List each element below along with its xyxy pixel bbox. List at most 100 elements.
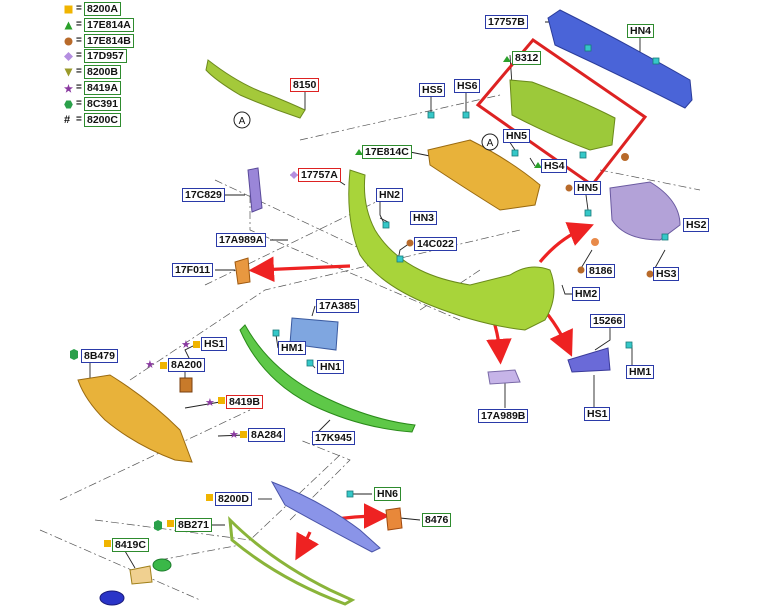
part-17E814C-bracket[interactable] [427, 139, 541, 211]
callout-8476[interactable]: 8476 [422, 513, 452, 527]
legend-code: 8C391 [84, 96, 121, 111]
part-15266[interactable] [567, 347, 611, 373]
legend-code: 8200B [84, 65, 121, 80]
callout-hn5[interactable]: HN5 [503, 129, 531, 143]
legend-code: 17D957 [84, 49, 127, 64]
legend-equals: = [76, 97, 82, 109]
svg-text:★: ★ [229, 428, 239, 441]
callout-hn2[interactable]: HN2 [376, 188, 404, 202]
legend-row: = 17D957 [62, 49, 142, 65]
legend-equals: = [76, 113, 82, 125]
reference-mark-a-1: A [233, 111, 251, 129]
legend-row: = 8419A [62, 80, 142, 97]
callout-8312[interactable]: 8312 [512, 51, 542, 65]
callout-17A385[interactable]: 17A385 [316, 299, 359, 313]
callout-hs6[interactable]: HS6 [454, 79, 481, 93]
callout-8419C[interactable]: 8419C [112, 538, 149, 552]
square-icon [64, 5, 73, 14]
legend-equals: = [76, 34, 82, 46]
part-8B479-upper-grille[interactable] [77, 374, 193, 463]
callout-hs4[interactable]: HS4 [541, 159, 568, 173]
part-17C829[interactable] [247, 167, 263, 213]
fastener-dot [591, 238, 599, 246]
callout-hm1-right[interactable]: HM1 [626, 365, 655, 379]
legend-row: # = 8200C [62, 112, 142, 129]
part-headlamp-bracket[interactable] [609, 181, 681, 241]
callout-hn5-right[interactable]: HN5 [574, 181, 602, 195]
part-17K945-lower-grille[interactable] [239, 324, 416, 433]
part-8A200[interactable] [179, 377, 193, 393]
part-8200D-grille-mesh[interactable] [270, 481, 381, 553]
legend-equals: = [76, 66, 82, 78]
legend-code: 17E814A [84, 17, 134, 32]
callout-8A200[interactable]: 8A200 [168, 358, 205, 372]
callout-hn6[interactable]: HN6 [374, 487, 402, 501]
part-17757B-bumper-reinforcement[interactable] [547, 9, 693, 109]
part-17A989B[interactable] [487, 369, 521, 385]
callout-17757A[interactable]: 17757A [298, 168, 341, 182]
part-8312-air-deflector[interactable] [509, 79, 616, 151]
callout-hs5[interactable]: HS5 [419, 83, 446, 97]
callout-8A284[interactable]: 8A284 [248, 428, 285, 442]
callout-hn1[interactable]: HN1 [317, 360, 345, 374]
callout-17F011[interactable]: 17F011 [172, 263, 214, 277]
part-17F011[interactable] [234, 257, 251, 285]
callout-17C829[interactable]: 17C829 [182, 188, 225, 202]
callout-symbols: ★ ★ ★ ★ [70, 56, 654, 547]
diamond-icon [64, 52, 73, 62]
svg-text:★: ★ [205, 396, 215, 409]
fastener-dot [621, 153, 629, 161]
svg-text:A: A [487, 138, 494, 149]
part-bumper-cover[interactable] [348, 169, 555, 331]
callout-17757B[interactable]: 17757B [485, 15, 528, 29]
star-icon [64, 83, 73, 93]
part-8150[interactable] [205, 59, 306, 119]
callout-hn4[interactable]: HN4 [627, 24, 655, 38]
callout-hm1-left[interactable]: HM1 [278, 341, 307, 355]
callout-hs1-right[interactable]: HS1 [584, 407, 611, 421]
callout-17E814C[interactable]: 17E814C [362, 145, 412, 159]
legend-row: = 17E814B [62, 33, 142, 50]
callout-hm2[interactable]: HM2 [572, 287, 601, 301]
construction-lines [39, 94, 701, 601]
callout-17K945[interactable]: 17K945 [312, 431, 355, 445]
svg-text:A: A [239, 116, 246, 127]
legend-code: 8200C [84, 112, 121, 127]
callout-8B479[interactable]: 8B479 [81, 349, 118, 363]
legend-row: = 17E814A [62, 17, 142, 34]
svg-text:★: ★ [181, 338, 191, 351]
callout-hn3[interactable]: HN3 [410, 211, 438, 225]
part-8B271-surround[interactable] [228, 515, 356, 606]
legend-row: = 8200B [62, 65, 142, 81]
clip-parts [272, 44, 669, 498]
callout-17A989B[interactable]: 17A989B [478, 409, 529, 423]
legend-row: = 8C391 [62, 96, 142, 113]
hash-icon: # [64, 113, 71, 126]
part-8476[interactable] [385, 507, 403, 531]
legend-equals: = [76, 81, 82, 93]
legend-equals: = [76, 50, 82, 62]
legend-equals: = [76, 3, 82, 14]
callout-8B271[interactable]: 8B271 [175, 518, 212, 532]
callout-8200D[interactable]: 8200D [215, 492, 252, 506]
callout-8186[interactable]: 8186 [586, 264, 616, 278]
legend-code: 17E814B [84, 33, 134, 48]
callout-17A989A[interactable]: 17A989A [216, 233, 267, 247]
part-8419C[interactable] [99, 558, 172, 606]
triangle-icon [64, 21, 73, 30]
callout-15266[interactable]: 15266 [590, 314, 626, 328]
legend-row: = 8200A [62, 2, 142, 18]
callout-hs3[interactable]: HS3 [653, 267, 680, 281]
callout-8150[interactable]: 8150 [290, 78, 320, 92]
callout-hs1-left[interactable]: HS1 [201, 337, 228, 351]
svg-text:★: ★ [145, 358, 155, 371]
callout-14C022[interactable]: 14C022 [414, 237, 457, 251]
legend: = 8200A = 17E814A = 17E814B = 17D957 = 8… [62, 2, 142, 128]
callout-8419B[interactable]: 8419B [226, 395, 263, 409]
circle-icon [64, 37, 73, 46]
callout-hs2[interactable]: HS2 [683, 218, 710, 232]
reference-mark-a-2: A [481, 133, 499, 151]
legend-code: 8200A [84, 2, 121, 16]
